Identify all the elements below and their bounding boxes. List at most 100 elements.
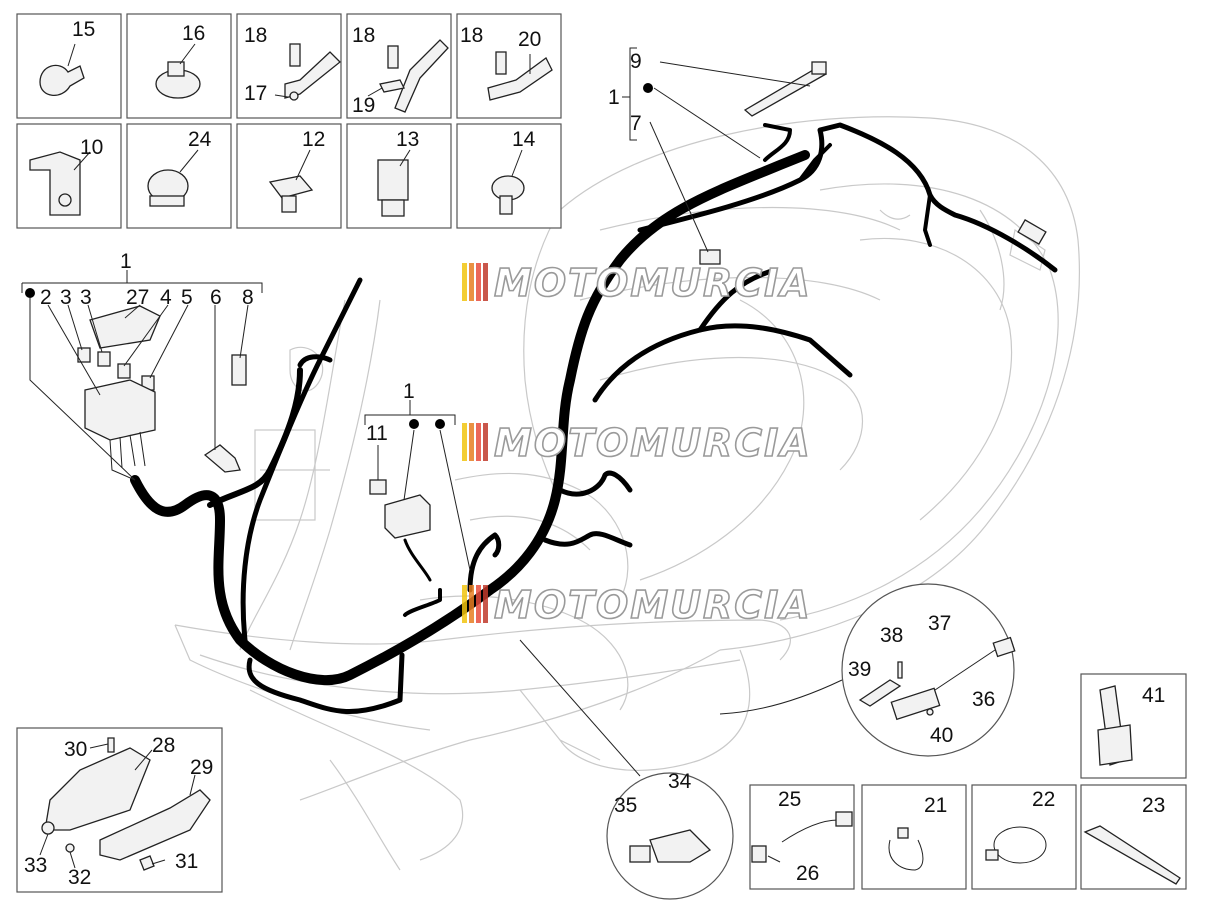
part-24-cable-clip-icon <box>147 149 199 207</box>
part-13-fastener-icon <box>377 149 411 217</box>
box-part-22 <box>971 784 1077 890</box>
label-19: 19 <box>352 94 375 117</box>
label-39: 39 <box>848 658 871 681</box>
part-40-screw-icon <box>926 708 934 716</box>
label-31: 31 <box>175 850 198 873</box>
watermark-stripe <box>469 585 474 623</box>
box-mudguard-group <box>16 727 223 893</box>
connector-7 <box>699 249 721 265</box>
watermark-stripe <box>462 423 467 461</box>
label-38: 38 <box>880 624 903 647</box>
part-37-plug-icon <box>992 636 1016 658</box>
label-26: 26 <box>796 862 819 885</box>
relay-group <box>364 400 471 571</box>
box-part-21 <box>861 784 967 890</box>
label-kit-right: 1 <box>608 86 620 109</box>
part-30-screw-icon <box>107 737 115 753</box>
label-13: 13 <box>396 128 419 151</box>
part-19-bracket-icon <box>367 39 449 113</box>
part-36-sensor-icon <box>890 687 941 721</box>
label-25: 25 <box>778 788 801 811</box>
label-18a: 18 <box>244 24 267 47</box>
label-23: 23 <box>1142 794 1165 817</box>
part-16-clamp-icon <box>155 43 201 99</box>
scooter-body-outline <box>174 116 1080 871</box>
label-14: 14 <box>512 128 536 151</box>
label-5: 5 <box>181 286 193 309</box>
kit-bullet-mid-a <box>409 419 419 429</box>
label-10: 10 <box>80 136 103 159</box>
part-17-bracket-icon <box>274 43 341 101</box>
label-18b: 18 <box>352 24 375 47</box>
watermark-instance: MOTOMURCIA <box>462 582 812 628</box>
part-6-clip-icon <box>203 444 241 473</box>
label-35: 35 <box>614 794 637 817</box>
label-15: 15 <box>72 18 95 41</box>
watermark-stripe <box>483 263 488 301</box>
relay-connector-icon <box>384 494 431 539</box>
parts-grid-top <box>16 13 562 229</box>
part-32-washer-icon <box>65 843 75 853</box>
kit-bullet-right <box>643 83 653 93</box>
label-12: 12 <box>302 128 325 151</box>
callout-connector <box>519 639 734 900</box>
watermark-text: MOTOMURCIA <box>494 421 812 465</box>
part-31-screw-icon <box>139 855 155 871</box>
label-30: 30 <box>64 738 87 761</box>
part-3b-fuse-icon <box>97 351 111 367</box>
watermark-text: MOTOMURCIA <box>494 583 812 627</box>
label-17: 17 <box>244 82 267 105</box>
part-29-cover-icon <box>99 789 211 861</box>
part-15-clip-icon <box>39 43 85 96</box>
label-16: 16 <box>182 22 205 45</box>
label-41: 41 <box>1142 684 1165 707</box>
watermark-stripe <box>469 423 474 461</box>
label-28: 28 <box>152 734 175 757</box>
label-8: 8 <box>242 286 254 309</box>
label-11: 11 <box>366 422 388 445</box>
label-22: 22 <box>1032 788 1055 811</box>
part-35-boot-icon <box>629 845 651 863</box>
label-9: 9 <box>630 50 642 73</box>
watermark-stripe <box>476 263 481 301</box>
part-9-head-icon <box>811 61 827 75</box>
part-11-fuse-icon <box>369 479 387 495</box>
label-kit-mid: 1 <box>403 380 415 403</box>
part-4-fuse-icon <box>117 363 131 379</box>
label-18c: 18 <box>460 24 483 47</box>
label-kit-left: 1 <box>120 250 132 273</box>
part-33-nut-icon <box>41 821 55 835</box>
watermark-instance: MOTOMURCIA <box>462 420 812 466</box>
part-34-connector-icon <box>649 829 712 863</box>
label-3a: 3 <box>60 286 72 309</box>
label-27: 27 <box>126 286 149 309</box>
label-7: 7 <box>630 112 642 135</box>
box-part-15 <box>16 13 122 119</box>
watermark-instance: MOTOMURCIA <box>462 260 811 306</box>
kit-bullet-left <box>25 288 35 298</box>
watermark-stripe <box>462 263 467 301</box>
label-24: 24 <box>188 128 212 151</box>
watermark-stripe <box>469 263 474 301</box>
box-part-23 <box>1080 784 1187 890</box>
watermark-stripe <box>476 585 481 623</box>
box-part-25-26 <box>749 784 855 890</box>
part-2-fuse-box-icon <box>84 379 156 441</box>
part-14-clamp-icon <box>491 149 525 215</box>
label-29: 29 <box>190 756 213 779</box>
callout-sensor <box>719 583 1016 757</box>
watermark-stripe <box>483 423 488 461</box>
label-34: 34 <box>668 770 692 793</box>
part-labels: 15 16 18 17 18 19 18 20 10 24 12 13 14 1… <box>24 18 1165 889</box>
top-right-kit <box>622 47 827 253</box>
part-8-clip-icon <box>231 354 247 386</box>
label-32: 32 <box>68 866 91 889</box>
connector-rear <box>1017 219 1047 245</box>
part-20-bracket-icon <box>487 51 553 101</box>
label-20: 20 <box>518 28 541 51</box>
label-4: 4 <box>160 286 172 309</box>
part-27-fuse-cover-icon <box>89 305 161 349</box>
fuse-box-group <box>21 270 263 481</box>
label-2: 2 <box>40 286 52 309</box>
